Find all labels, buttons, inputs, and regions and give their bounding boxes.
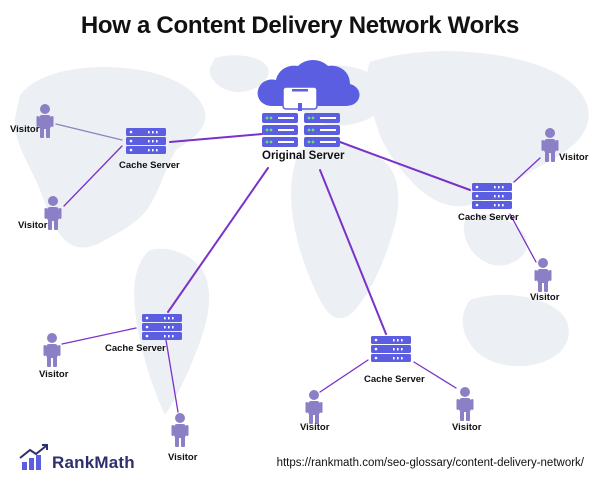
cache-server-label: Cache Server	[119, 160, 180, 171]
visitor-label: Visitor	[18, 220, 48, 231]
person-icon	[534, 258, 552, 292]
person-icon	[456, 387, 474, 421]
person-icon	[541, 128, 559, 162]
map-north-america	[14, 67, 206, 248]
connections	[167, 133, 471, 335]
person-icon	[171, 413, 189, 447]
brand-name: RankMath	[52, 453, 135, 472]
visitor-label: Visitor	[530, 292, 560, 303]
server-rack-icon	[142, 314, 182, 340]
link-visitor-4	[509, 213, 537, 263]
map-southeast-asia	[463, 213, 528, 266]
link-visitor-2	[63, 145, 123, 207]
map-south-america	[134, 248, 210, 415]
link-visitor-6	[165, 339, 179, 413]
map-greenland	[209, 55, 269, 92]
cache-servers	[126, 128, 512, 362]
link-origin-cache-sw	[167, 167, 269, 313]
visitor-label: Visitor	[168, 452, 198, 463]
server-rack-icon	[472, 183, 512, 209]
person-icon	[44, 196, 62, 230]
link-origin-cache-nw	[169, 133, 263, 143]
server-rack-icon	[304, 113, 340, 147]
visitor-label: Visitor	[559, 152, 589, 163]
cache-server-label: Cache Server	[458, 212, 519, 223]
server-rack-icon	[371, 336, 411, 362]
visitors	[36, 104, 559, 447]
rankmath-logo-icon	[19, 444, 48, 470]
link-visitor-8	[413, 361, 457, 389]
link-origin-cache-se	[319, 169, 387, 335]
person-icon	[305, 390, 323, 424]
visitor-label: Visitor	[452, 422, 482, 433]
visitor-label: Visitor	[39, 369, 69, 380]
visitor-label: Visitor	[10, 124, 40, 135]
cache-server-label: Cache Server	[105, 343, 166, 354]
cloud-icon	[257, 60, 360, 111]
link-visitor-5	[61, 327, 137, 345]
person-icon	[36, 104, 54, 138]
server-rack-icon	[262, 113, 298, 147]
map-asia	[367, 51, 589, 207]
original-server-label: Original Server	[262, 150, 345, 162]
link-visitor-7	[319, 359, 369, 393]
server-rack-icon	[126, 128, 166, 154]
link-visitor-3	[513, 157, 541, 183]
map-australia	[462, 294, 569, 367]
link-visitor-1	[55, 123, 123, 141]
visitor-links	[55, 123, 541, 413]
person-icon	[43, 333, 61, 367]
visitor-label: Visitor	[300, 422, 330, 433]
source-url: https://rankmath.com/seo-glossary/conten…	[276, 457, 584, 469]
link-origin-cache-ne	[339, 141, 471, 191]
page-title: How a Content Delivery Network Works	[80, 12, 520, 39]
original-server-icon	[262, 113, 340, 147]
cache-server-label: Cache Server	[364, 374, 425, 385]
